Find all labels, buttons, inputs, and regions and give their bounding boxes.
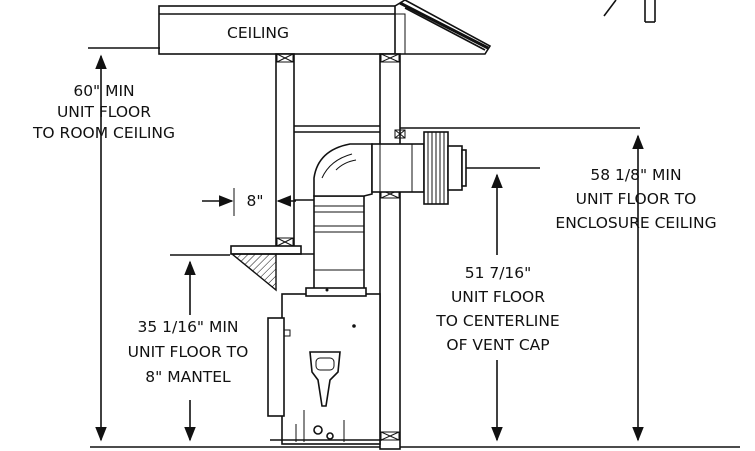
dim-ceiling-line-3: TO ROOM CEILING <box>32 124 175 142</box>
dim-vent-line-4: OF VENT CAP <box>446 336 549 354</box>
dimension-room-ceiling <box>88 47 160 442</box>
dim-mantel-line-2: UNIT FLOOR TO <box>128 343 249 361</box>
dim-enclosure-line-3: ENCLOSURE CEILING <box>555 214 716 232</box>
dim-clearance-label: 8" <box>247 192 264 210</box>
dimension-clearance <box>202 188 296 216</box>
dim-mantel-line-3: 8" MANTEL <box>145 368 231 386</box>
dim-vent-line-1: 51 7/16" <box>465 264 532 282</box>
ceiling-slab <box>158 0 492 55</box>
mantel <box>230 245 320 292</box>
dimension-vent-cap <box>466 167 540 442</box>
ceiling-label: CEILING <box>227 24 289 42</box>
dim-enclosure-line-2: UNIT FLOOR TO <box>576 190 697 208</box>
dim-ceiling-line-2: UNIT FLOOR <box>57 103 151 121</box>
dim-vent-line-3: TO CENTERLINE <box>435 312 559 330</box>
dim-vent-line-2: UNIT FLOOR <box>451 288 545 306</box>
roof-pipe <box>603 0 656 23</box>
dim-ceiling-line-1: 60" MIN <box>73 82 134 100</box>
vent-pipe <box>313 127 640 293</box>
dimension-mantel <box>170 254 230 442</box>
dim-enclosure-line-1: 58 1/8" MIN <box>590 166 681 184</box>
fireplace-unit <box>267 287 382 445</box>
dim-mantel-line-1: 35 1/16" MIN <box>137 318 238 336</box>
